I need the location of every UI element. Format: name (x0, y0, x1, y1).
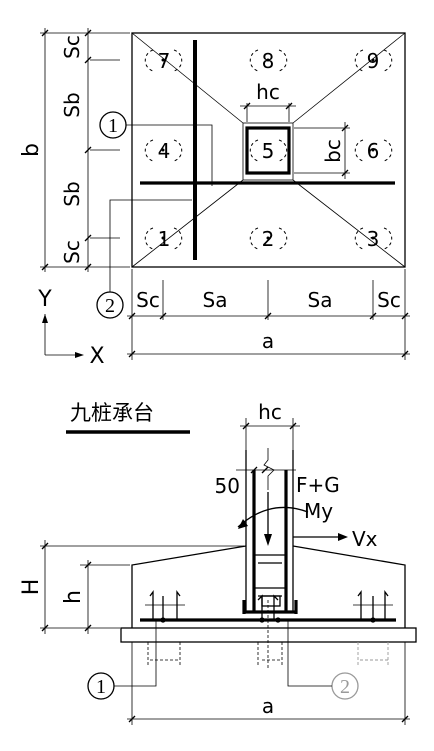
pile-label-2: 2 (262, 227, 275, 251)
axis-y: Y (37, 287, 52, 312)
axis-x: X (89, 344, 104, 369)
callout-2-section-label: 2 (340, 676, 350, 698)
pile-label-8: 8 (262, 49, 275, 73)
pile-label-9: 9 (367, 49, 380, 73)
plan-view: 7 8 9 4 5 6 1 2 3 hc bc (19, 28, 410, 369)
dim-sa-left: Sa (203, 288, 228, 312)
cushion-layer (120, 627, 417, 643)
dim-sc-left: Sc (136, 288, 160, 312)
dim-50: 50 (215, 474, 240, 498)
dim-b: b (19, 143, 44, 157)
load-fg: F+G (296, 473, 340, 497)
section-view: hc 50 F+G My Vx (19, 400, 417, 725)
dim-h: h (61, 590, 86, 604)
moment-my: My (304, 499, 333, 523)
drawing-title: 九桩承台 (70, 401, 154, 425)
dim-hc-section: hc (258, 400, 282, 424)
dim-sb-lower: Sb (60, 181, 84, 206)
callout-2-plan-label: 2 (105, 295, 115, 317)
callout-1-section-label: 1 (96, 676, 106, 698)
shear-vx: Vx (352, 527, 378, 551)
dim-H: H (19, 579, 44, 596)
pile-label-3: 3 (367, 227, 380, 251)
dim-a-plan: a (262, 329, 274, 353)
dim-a-section: a (262, 694, 274, 718)
column (245, 126, 291, 175)
dim-sa-right: Sa (308, 288, 333, 312)
dim-sb-upper: Sb (60, 92, 84, 117)
cap-outline (131, 32, 406, 268)
pile-label-5: 5 (262, 139, 275, 163)
dim-bc: bc (321, 139, 345, 163)
dim-sc-right: Sc (377, 288, 401, 312)
pile-label-4: 4 (158, 139, 171, 163)
pile-label-1: 1 (158, 227, 171, 251)
callout-1-plan-label: 1 (108, 115, 118, 137)
column-outer (242, 122, 294, 181)
dim-sc-top: Sc (60, 35, 84, 59)
dim-hc-plan: hc (256, 80, 280, 104)
dim-sc-bottom: Sc (60, 240, 84, 264)
cap-section-outline (131, 545, 247, 628)
pile-label-6: 6 (367, 139, 380, 163)
pile-label-7: 7 (158, 49, 171, 73)
